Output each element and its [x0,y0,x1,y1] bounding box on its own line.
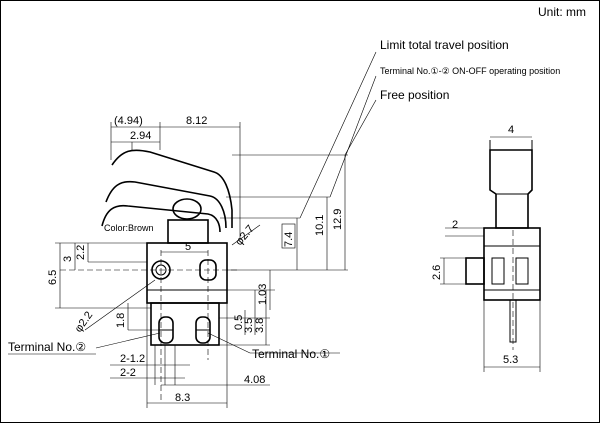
dim-10-1: 10.1 [314,215,326,236]
dim-3-5: 3.5 [243,318,255,333]
lever-free-position [111,149,233,228]
lever-operating-position [105,180,227,229]
dim-phi-2-2: φ2.2 [73,309,96,334]
dim-side-5-3: 5.3 [503,354,518,366]
free-position-label: Free position [380,88,449,102]
dim-side-2: 2 [452,219,458,231]
dim-12-9: 12.9 [332,209,344,230]
terminal-2-label: Terminal No.② [8,340,86,354]
terminal-block [150,302,220,346]
dim-2-94: 2.94 [130,130,151,142]
terminal-1-label: Terminal No.① [252,347,330,361]
leader-terminal-1 [207,332,251,354]
side-slot-a [491,257,505,285]
roller [172,198,202,220]
dim-4-94: (4.94) [114,115,143,127]
dim-1-03: 1.03 [257,284,269,305]
dim-7-4: 7.4 [283,232,295,247]
dim-5: 5 [185,241,191,253]
side-view [440,136,541,372]
side-boss [465,257,485,285]
dim-side-2-6: 2.6 [431,265,443,280]
leader-phi-2-2 [84,279,156,331]
dim-8-3: 8.3 [175,392,190,404]
leader-terminal-2 [95,332,161,349]
leader-limit [299,51,377,219]
dim-8-12: 8.12 [186,115,207,127]
dim-side-4: 4 [508,124,514,136]
dim-0-5: 0.5 [233,315,245,330]
on-off-operating-label: Terminal No.①-② ON-OFF operating positio… [380,66,560,76]
unit-label: Unit: mm [538,5,586,19]
dim-3-8: 3.8 [254,318,266,333]
dim-4-08: 4.08 [244,374,265,386]
side-slot-b [515,257,529,285]
dim-6-5: 6.5 [47,270,59,285]
color-label: Color:Brown [104,223,154,233]
front-view [60,149,240,400]
front-dimensions [8,51,377,408]
dim-3: 3 [62,256,74,262]
dim-2-1-2: 2-1.2 [120,353,145,365]
leader-phi-2-7 [231,224,261,246]
side-actuator [489,149,533,229]
plunger-housing [167,219,209,244]
dim-phi-2-7: φ2.7 [233,223,257,248]
leader-free [344,99,377,156]
dim-7-4-box [281,223,296,249]
limit-travel-label: Limit total travel position [380,38,509,52]
dim-2-2: 2.2 [75,245,87,260]
dim-1-8: 1.8 [115,313,127,328]
dim-2-2x: 2-2 [120,367,136,379]
lever-limit-position [101,204,221,233]
leader-operating [329,75,377,198]
